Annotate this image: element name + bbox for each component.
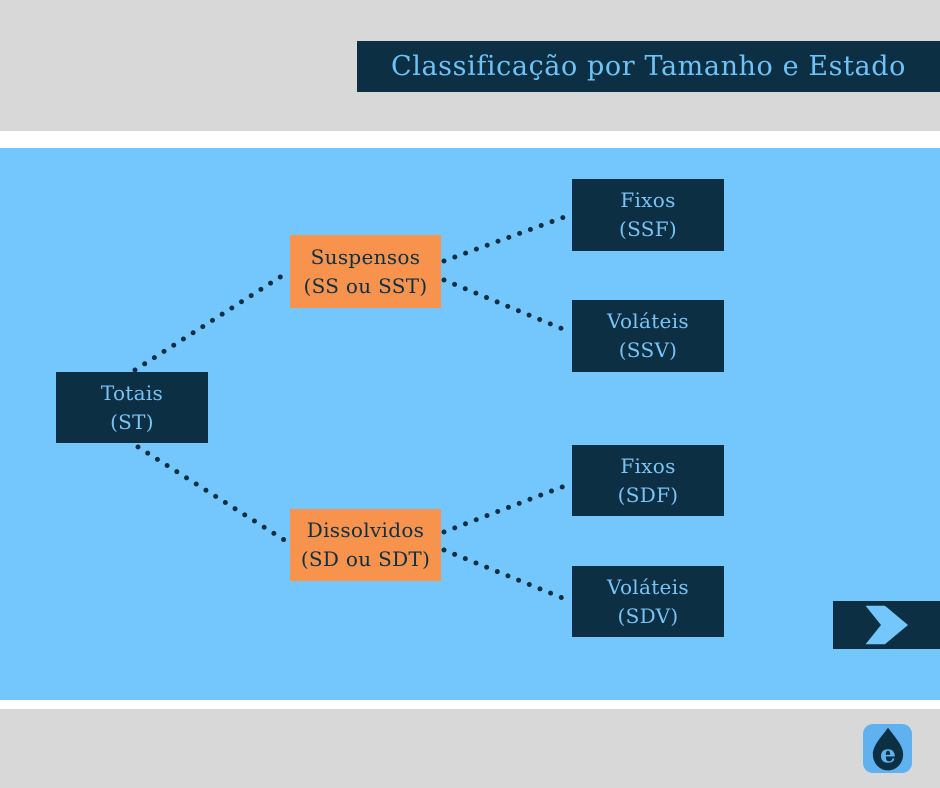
node-suspensos: Suspensos (SS ou SST): [290, 235, 441, 308]
node-label: Dissolvidos: [306, 518, 425, 542]
node-abbrev: (SSV): [618, 338, 678, 362]
logo-letter: e: [880, 738, 896, 768]
node-label: Fixos: [620, 453, 676, 478]
node-abbrev: (SDF): [617, 482, 679, 507]
page-title-text: Classificação por Tamanho e Estado: [390, 51, 906, 82]
node-label: Suspensos: [310, 244, 421, 269]
node-label: Voláteis: [607, 574, 689, 599]
node-totais: Totais (ST): [56, 372, 208, 443]
node-dissolvidos: Dissolvidos (SD ou SDT): [290, 509, 441, 581]
chevron-right-icon: [865, 605, 908, 645]
node-fixos-ssf: Fixos (SSF): [572, 179, 724, 251]
water-drop-icon: e: [872, 727, 903, 770]
node-abbrev: (SD ou SDT): [300, 547, 431, 571]
next-button[interactable]: [833, 601, 940, 649]
node-volateis-sdv: Voláteis (SDV): [572, 566, 724, 637]
node-abbrev: (SDV): [617, 603, 679, 628]
node-volateis-ssv: Voláteis (SSV): [572, 300, 724, 372]
node-label: Fixos: [620, 188, 676, 212]
node-abbrev: (SSF): [618, 217, 678, 241]
node-abbrev: (SS ou SST): [303, 273, 428, 298]
node-fixos-sdf: Fixos (SDF): [572, 445, 724, 516]
node-abbrev: (ST): [110, 409, 154, 434]
node-label: Voláteis: [607, 309, 689, 333]
page-title: Classificação por Tamanho e Estado: [357, 41, 940, 92]
node-label: Totais: [100, 380, 164, 405]
water-drop-logo: e: [863, 724, 912, 773]
